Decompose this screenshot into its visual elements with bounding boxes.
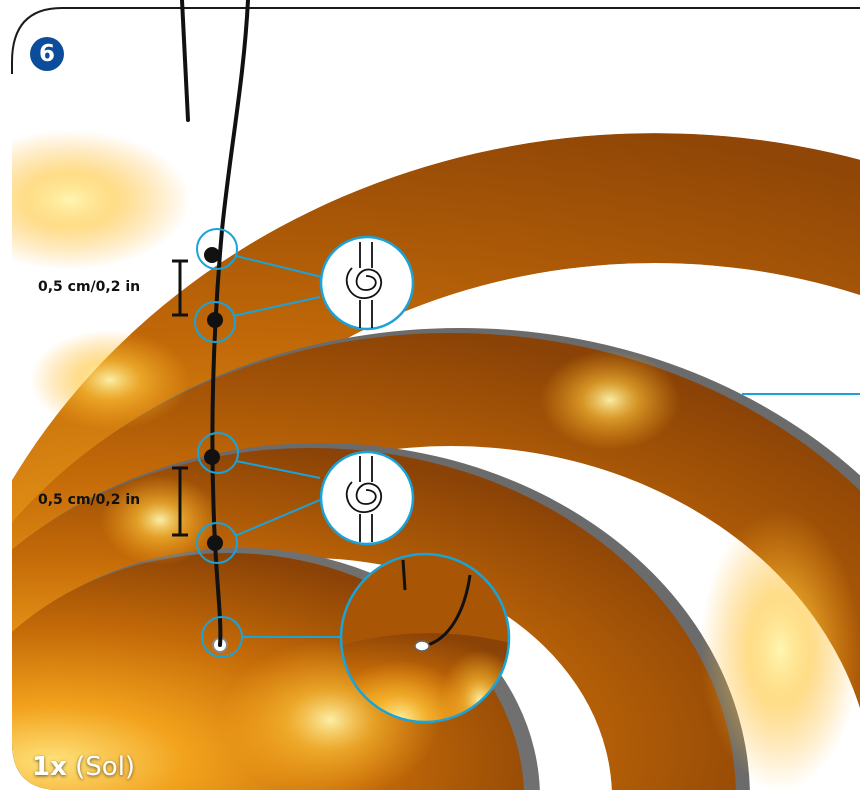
part-caption: 1x (Sol) <box>32 752 135 782</box>
measurement-label: 0,5 cm/0,2 in <box>38 492 141 508</box>
knot <box>204 449 220 465</box>
knot <box>207 312 223 328</box>
knot-icon <box>319 450 415 546</box>
knot-icon <box>319 235 415 331</box>
frame-border <box>11 7 860 63</box>
knot <box>204 247 220 263</box>
knot <box>207 535 223 551</box>
part-quantity: 1x <box>32 752 67 782</box>
measurement-label: 0,5 cm/0,2 in <box>38 279 141 295</box>
part-name: (Sol) <box>75 752 136 782</box>
hanging-string <box>180 0 250 647</box>
step-number-badge: 6 <box>30 37 64 71</box>
